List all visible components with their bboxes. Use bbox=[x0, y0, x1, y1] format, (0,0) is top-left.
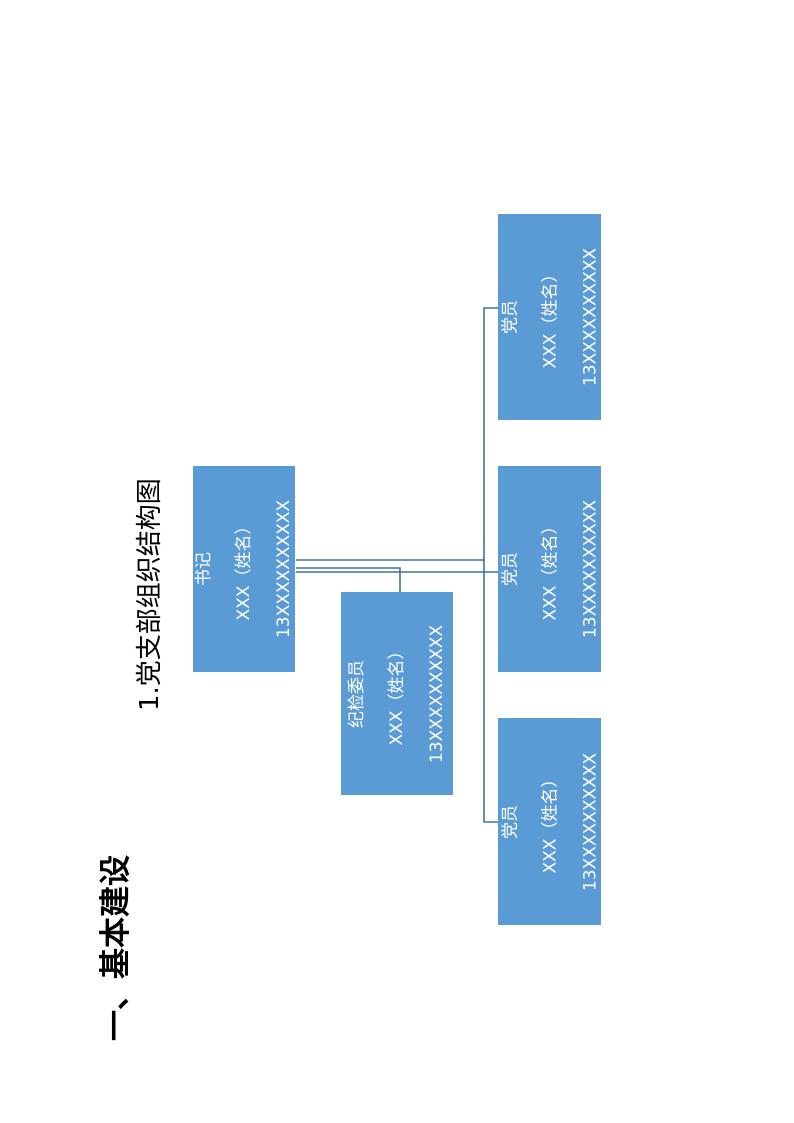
node-member-role: 党员 bbox=[499, 804, 520, 839]
node-member-name: XXX（姓名） bbox=[539, 517, 560, 621]
connector-secretary-discipline bbox=[296, 567, 401, 592]
node-member-top: 党员 XXX（姓名） 13XXXXXXXXXX bbox=[498, 214, 601, 420]
node-member-bottom: 党员 XXX（姓名） 13XXXXXXXXXX bbox=[498, 718, 601, 925]
node-member-name: XXX（姓名） bbox=[539, 770, 560, 873]
node-discipline-role: 纪检委员 bbox=[347, 659, 367, 728]
node-member-role: 党员 bbox=[499, 552, 520, 586]
node-member-role: 党员 bbox=[499, 300, 520, 334]
node-secretary-phone: 13XXXXXXXXXX bbox=[274, 499, 294, 639]
node-secretary: 书记 XXX（姓名） 13XXXXXXXXXX bbox=[193, 466, 295, 672]
node-member-phone: 13XXXXXXXXXX bbox=[579, 752, 600, 891]
node-discipline-phone: 13XXXXXXXXXX bbox=[427, 624, 447, 763]
connector-member-bottom bbox=[483, 560, 498, 823]
node-member-phone: 13XXXXXXXXXX bbox=[579, 247, 600, 387]
node-member-name: XXX（姓名） bbox=[539, 265, 560, 369]
connector-secretary-members bbox=[296, 307, 498, 561]
node-member-middle: 党员 XXX（姓名） 13XXXXXXXXXX bbox=[498, 466, 601, 672]
node-secretary-role: 书记 bbox=[194, 552, 214, 586]
node-secretary-name: XXX（姓名） bbox=[234, 517, 254, 621]
node-discipline: 纪检委员 XXX（姓名） 13XXXXXXXXXX bbox=[341, 592, 453, 795]
node-discipline-name: XXX（姓名） bbox=[387, 642, 407, 745]
node-member-phone: 13XXXXXXXXXX bbox=[579, 499, 600, 639]
